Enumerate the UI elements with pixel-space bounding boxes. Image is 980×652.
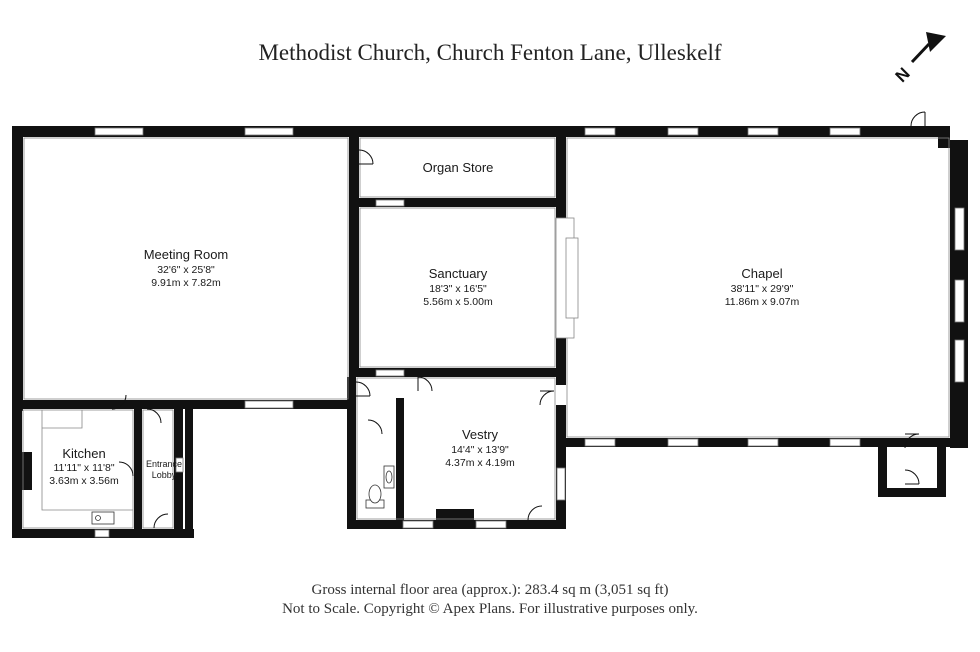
meeting-room-imperial: 32'6" x 25'8" xyxy=(157,264,215,276)
kitchen-label: Kitchen xyxy=(62,446,105,461)
kitchen-imperial: 11'11" x 11'8" xyxy=(53,462,114,474)
windows xyxy=(94,127,965,538)
plan-title: Methodist Church, Church Fenton Lane, Ul… xyxy=(258,40,722,65)
vestry-metric: 4.37m x 4.19m xyxy=(445,457,515,469)
organ-store-label: Organ Store xyxy=(423,160,494,175)
vestry-imperial: 14'4" x 13'9" xyxy=(451,444,509,456)
floor-area-note: Gross internal floor area (approx.): 283… xyxy=(311,582,669,598)
chapel-label: Chapel xyxy=(741,266,782,281)
wc-fixtures xyxy=(91,465,395,525)
sanctuary-label: Sanctuary xyxy=(429,266,488,281)
meeting-room-metric: 9.91m x 7.82m xyxy=(151,277,221,289)
north-arrow-icon: N xyxy=(892,32,946,86)
entrance-lobby-label-2: Lobby xyxy=(152,470,177,480)
sanctuary-imperial: 18'3" x 16'5" xyxy=(429,283,487,295)
sanctuary-metric: 5.56m x 5.00m xyxy=(423,296,493,308)
inner-outlines xyxy=(22,137,950,529)
doors xyxy=(111,111,926,529)
copyright-note: Not to Scale. Copyright © Apex Plans. Fo… xyxy=(282,601,698,617)
chapel-imperial: 38'11" x 29'9" xyxy=(731,283,794,295)
meeting-room-label: Meeting Room xyxy=(144,247,229,262)
vestry-label: Vestry xyxy=(462,427,499,442)
chapel-metric: 11.86m x 9.07m xyxy=(725,296,800,308)
entrance-lobby-label-1: Entrance xyxy=(146,459,182,469)
north-letter: N xyxy=(892,64,914,86)
kitchen-metric: 3.63m x 3.56m xyxy=(49,475,119,487)
